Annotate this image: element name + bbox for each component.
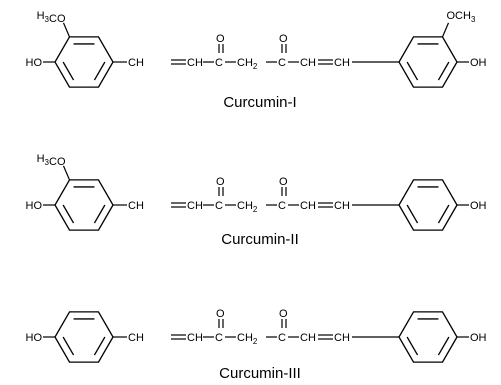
- right-benzene-ring: [398, 36, 458, 88]
- chain-ch-3: CH: [300, 57, 316, 69]
- carbonyl-o-1: O: [216, 33, 225, 45]
- chain-ch-3: CH: [300, 332, 316, 344]
- chain-ch-4: CH: [334, 332, 350, 344]
- left-hydroxyl-label: HO: [26, 200, 43, 212]
- chain-ch2: CH2: [237, 57, 258, 71]
- chain-ch2: CH2: [237, 332, 258, 346]
- chain-ch-1: CH: [128, 57, 144, 69]
- ring-double-bond: [437, 336, 450, 356]
- left-methoxy-label: H3CO: [37, 153, 66, 168]
- right-methoxy-label: OCH3: [447, 10, 476, 24]
- chain-carbonyl-c-1: C: [215, 200, 223, 212]
- chain-ch-2: CH: [187, 200, 203, 212]
- ring-double-bond: [62, 61, 75, 81]
- right-benzene-ring: [398, 179, 458, 231]
- chain-ch-1: CH: [128, 332, 144, 344]
- compound-name: Curcumin-II: [221, 231, 299, 248]
- ring-double-bond: [437, 204, 450, 224]
- chain-carbonyl-c-1: C: [215, 57, 223, 69]
- compound-name: Curcumin-I: [223, 94, 296, 111]
- ring-double-bond: [406, 336, 419, 356]
- left-methoxy-label: H3CO: [37, 10, 66, 25]
- left-hydroxyl-label: HO: [26, 332, 43, 344]
- right-hydroxyl-label: OH: [470, 332, 487, 344]
- ring-double-bond: [62, 204, 75, 224]
- ring-double-bond: [93, 336, 106, 356]
- left-benzene-ring: [54, 179, 114, 231]
- left-benzene-ring: [54, 311, 114, 363]
- chain-carbonyl-c-2: C: [278, 57, 286, 69]
- ring-double-bond: [437, 61, 450, 81]
- chain-carbonyl-c-1: C: [215, 332, 223, 344]
- carbonyl-o-2: O: [279, 308, 288, 320]
- left-methoxy-bond: [62, 22, 71, 38]
- left-hydroxyl-label: HO: [26, 57, 43, 69]
- chain-carbonyl-c-2: C: [278, 200, 286, 212]
- chain-ch-2: CH: [187, 332, 203, 344]
- carbonyl-o-2: O: [279, 33, 288, 45]
- ring-double-bond: [93, 61, 106, 81]
- compound-name: Curcumin-III: [219, 365, 301, 382]
- right-hydroxyl-label: OH: [470, 57, 487, 69]
- chain-carbonyl-c-2: C: [278, 332, 286, 344]
- ring-double-bond: [406, 61, 419, 81]
- right-hydroxyl-label: OH: [470, 200, 487, 212]
- chain-ch2: CH2: [237, 200, 258, 214]
- chain-ch-4: CH: [334, 57, 350, 69]
- carbonyl-o-1: O: [216, 308, 225, 320]
- carbonyl-o-2: O: [279, 176, 288, 188]
- right-benzene-ring: [398, 311, 458, 363]
- chain-ch-4: CH: [334, 200, 350, 212]
- carbonyl-o-1: O: [216, 176, 225, 188]
- left-methoxy-bond: [62, 165, 71, 181]
- chain-ch-2: CH: [187, 57, 203, 69]
- right-methoxy-bond: [441, 22, 450, 38]
- ring-double-bond: [62, 336, 75, 356]
- left-benzene-ring: [54, 36, 114, 88]
- chain-ch-1: CH: [128, 200, 144, 212]
- chain-ch-3: CH: [300, 200, 316, 212]
- ring-double-bond: [406, 204, 419, 224]
- ring-double-bond: [93, 204, 106, 224]
